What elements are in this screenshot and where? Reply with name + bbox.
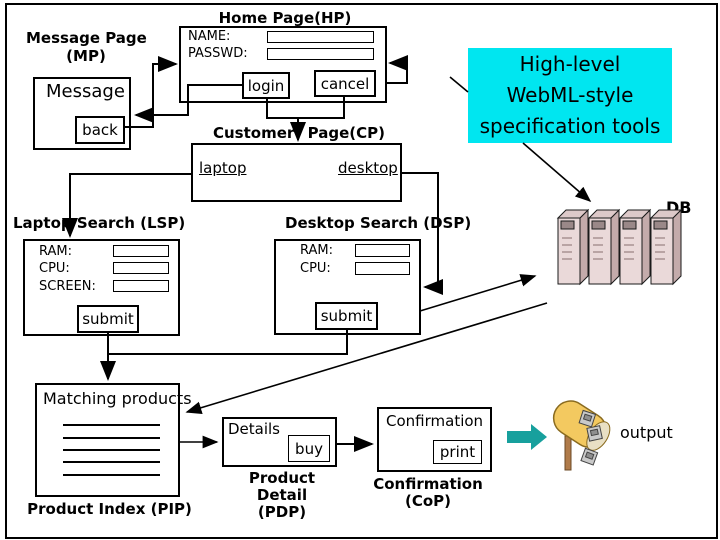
pdp-title-line1: Product Detail [248,469,316,504]
cp-title-word2: Page(CP) [307,124,385,142]
arrow-annotation-to-db [522,142,592,203]
annotation-box: High-level WebML-style specification too… [468,48,672,143]
login-button[interactable]: login [242,72,290,99]
annotation-line3: specification tools [479,114,661,138]
cop-title-line2: (CoP) [404,492,452,510]
annotation-line1: High-level [519,52,621,76]
hp-passwd-input[interactable] [267,48,374,60]
hp-name-input[interactable] [267,31,374,43]
lsp-screen-input[interactable] [113,280,169,292]
lsp-submit-button[interactable]: submit [77,305,139,333]
hp-passwd-label: PASSWD: [188,46,248,61]
lsp-cpu-input[interactable] [113,262,169,274]
mp-message-text: Message [46,81,125,102]
product-list-line [63,424,160,426]
product-list-line [63,449,160,451]
output-label: output [620,423,673,442]
product-list-line [63,461,160,463]
database-servers-icon [557,208,683,286]
hp-title: Home Page(HP) [218,9,352,27]
product-list-line [63,474,160,476]
pdp-title-line2: (PDP) [257,503,307,521]
pip-title: Product Index (PIP) [27,500,192,518]
lsp-screen-label: SCREEN: [39,279,96,294]
arrow-dsp-to-db [419,274,537,312]
cop-heading: Confirmation [386,412,484,430]
annotation-callout-line [449,76,469,93]
mp-title-line1: Message Page [26,29,147,47]
dsp-cpu-label: CPU: [300,261,331,276]
lsp-cpu-label: CPU: [39,261,70,276]
arrow-cancel-to-hp [387,55,408,84]
dsp-ram-label: RAM: [300,243,333,258]
pip-heading: Matching products [43,389,192,408]
mp-title-line2: (MP) [66,47,106,65]
lsp-ram-input[interactable] [113,245,169,257]
dsp-title: Desktop Search (DSP) [285,214,472,232]
annotation-line2: WebML-style [506,83,634,107]
cancel-button[interactable]: cancel [314,70,376,97]
buy-button[interactable]: buy [288,435,330,462]
product-list-line [63,437,160,439]
back-button[interactable]: back [75,116,125,144]
cp-title-word1: Customer [213,124,295,142]
output-arrow-icon [507,424,547,450]
arrow-back-to-hp [125,56,178,128]
laptop-link[interactable]: laptop [199,159,247,177]
hp-name-label: NAME: [188,29,231,44]
desktop-link[interactable]: desktop [338,159,398,177]
dsp-submit-button[interactable]: submit [315,302,378,330]
cop-title: Confirmation (CoP) [368,476,488,510]
mp-title: Message Page (MP) [26,29,147,65]
lsp-title: Laptop Search (LSP) [13,214,186,232]
dsp-cpu-input[interactable] [355,262,410,275]
cp-title: Customer Page(CP) [213,124,385,142]
dsp-ram-input[interactable] [355,244,410,257]
pdp-heading: Details [228,420,281,438]
lsp-ram-label: RAM: [39,244,72,259]
output-mailbox-icon [552,400,611,471]
pdp-title: Product Detail (PDP) [222,470,342,521]
cop-title-line1: Confirmation [373,475,483,493]
print-button[interactable]: print [433,440,482,464]
